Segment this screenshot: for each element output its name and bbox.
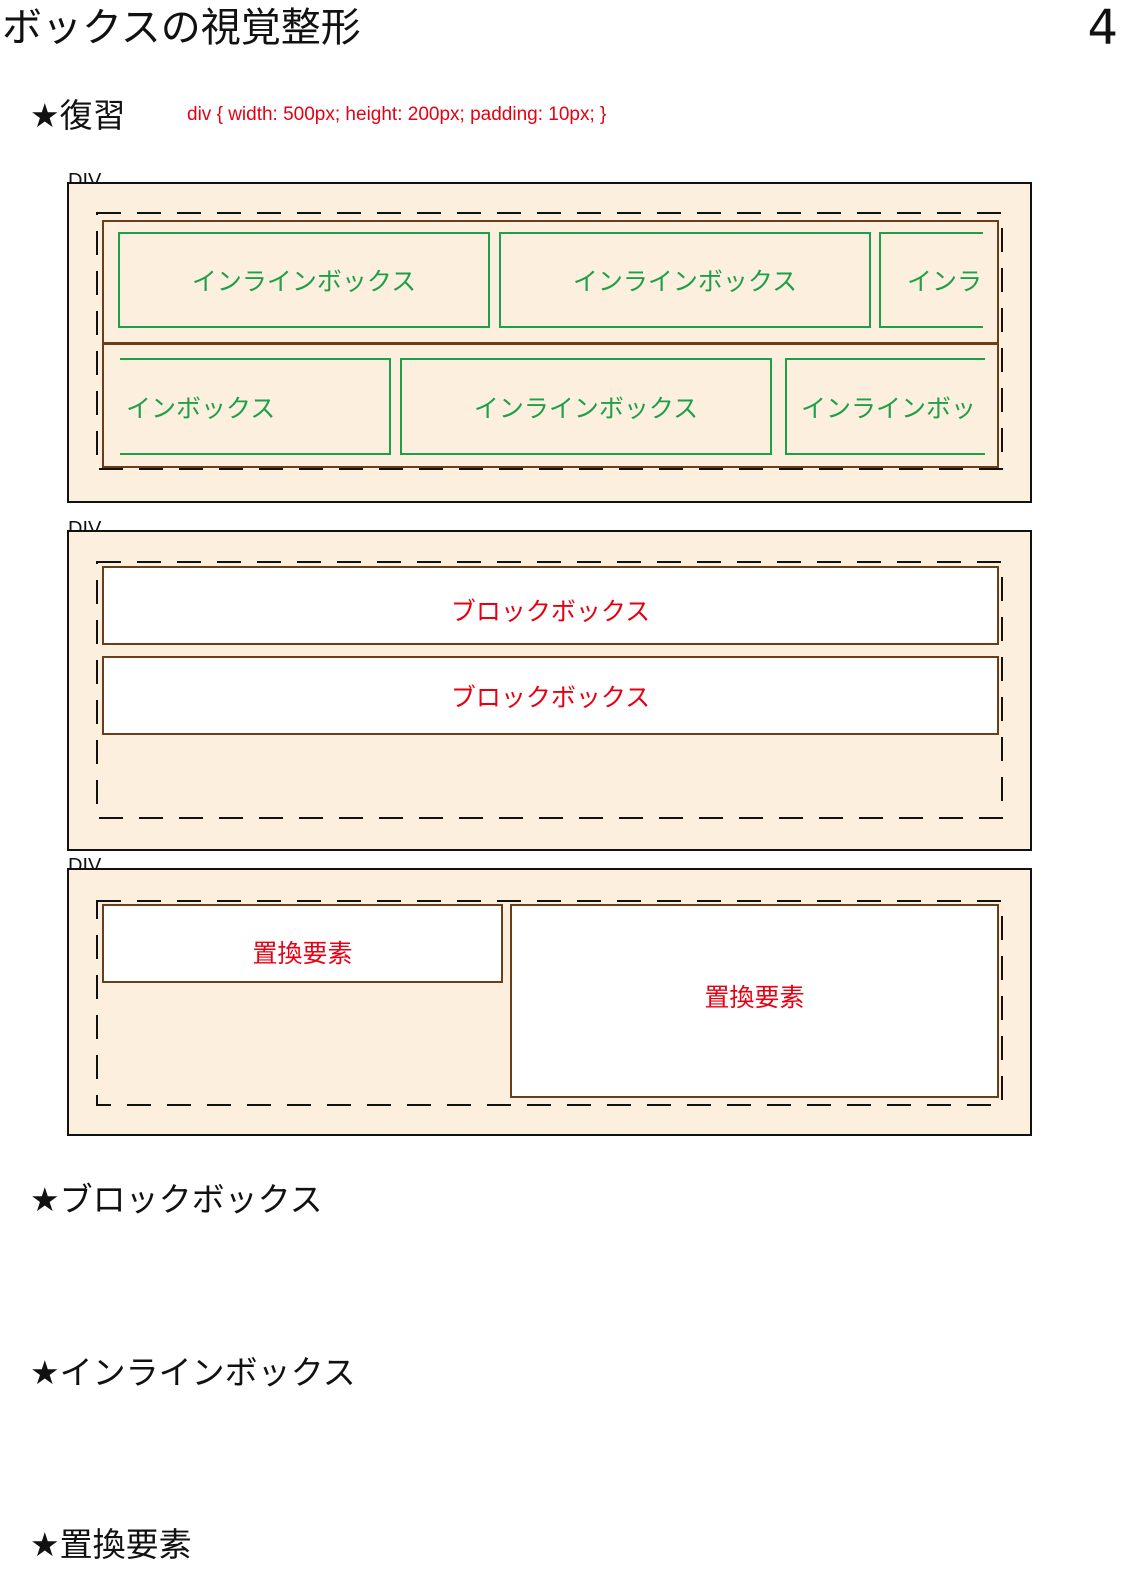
inline-box-clipped: インラインボッ (785, 358, 985, 455)
css-rule-note: div { width: 500px; height: 200px; paddi… (187, 104, 607, 125)
inline-box: インラインボックス (400, 358, 772, 455)
replaced-element: 置換要素 (102, 904, 503, 983)
replaced-element-label: 置換要素 (252, 939, 353, 968)
inline-box-label: インラ (907, 267, 983, 296)
inline-box-label: インボックス (126, 393, 276, 423)
block-box-label: ブロックボックス (450, 597, 651, 626)
inline-box-label: インラインボッ (801, 393, 977, 423)
line-box-divider (102, 342, 999, 345)
inline-box-label: インラインボックス (572, 267, 798, 296)
page-number: 4 (1087, 0, 1118, 56)
heading-block-box: ★ブロックボックス (30, 1180, 323, 1219)
replaced-element-label: 置換要素 (704, 983, 805, 1012)
page-title: ボックスの視覚整形 (2, 5, 361, 51)
review-heading: ★復習 (30, 96, 126, 135)
inline-box-clipped: インラ (879, 232, 983, 328)
inline-box-label: インラインボックス (473, 393, 699, 423)
inline-box-continued: インボックス (120, 358, 391, 455)
heading-inline-box: ★インラインボックス (30, 1353, 356, 1392)
block-box-label: ブロックボックス (450, 683, 651, 712)
inline-box: インラインボックス (499, 232, 871, 328)
inline-box: インラインボックス (118, 232, 490, 328)
block-box: ブロックボックス (102, 656, 999, 735)
inline-box-label: インラインボックス (191, 267, 417, 296)
block-box: ブロックボックス (102, 566, 999, 645)
replaced-element: 置換要素 (510, 904, 999, 1098)
heading-replaced-element: ★置換要素 (30, 1525, 192, 1564)
